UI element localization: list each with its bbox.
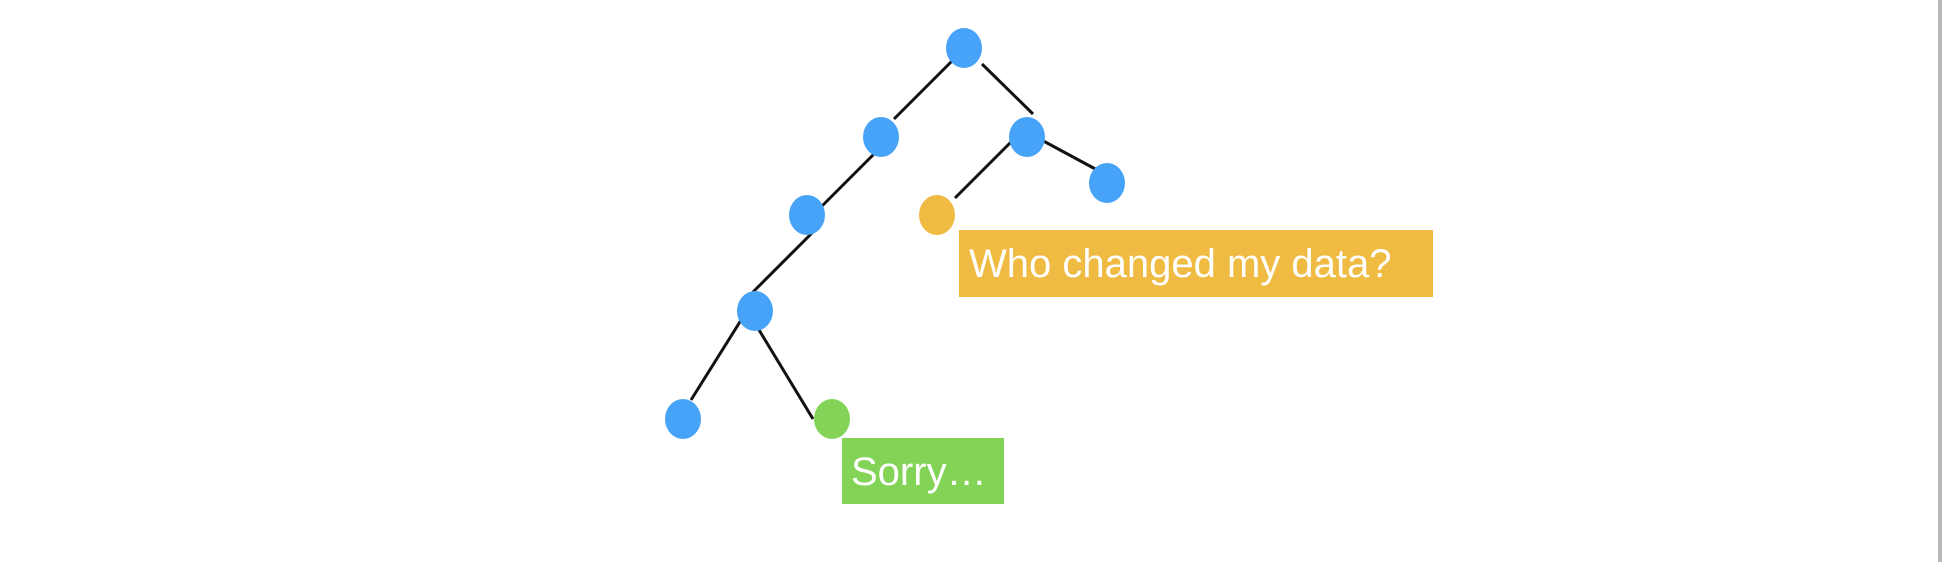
tree-edge-n-left-left-to-n-llll xyxy=(751,230,815,294)
tree-edge-root-to-n-right xyxy=(980,62,1035,116)
tree-node-n-llll xyxy=(737,291,773,331)
window-edge-bar xyxy=(1938,0,1942,562)
warning-callout: Who changed my data? xyxy=(959,230,1433,297)
tree-node-root xyxy=(946,28,982,68)
tree-node-n-left-left xyxy=(789,195,825,235)
edges-layer xyxy=(689,58,1100,420)
tree-edge-n-llll-to-n-lll-left xyxy=(689,308,750,401)
tree-edge-n-right-to-n-right-left xyxy=(953,137,1016,200)
tree-edge-n-right-to-n-right-right xyxy=(1035,135,1100,173)
tree-node-n-right-right xyxy=(1089,163,1125,203)
tree-edge-root-to-n-left xyxy=(892,58,955,121)
success-label-text: Sorry… xyxy=(851,450,987,494)
warning-label-text: Who changed my data? xyxy=(969,242,1391,286)
tree-node-n-lll-right xyxy=(814,399,850,439)
warning-label-box xyxy=(959,230,1433,297)
success-callout: Sorry… xyxy=(842,438,1004,504)
tree-edge-n-left-to-n-left-left xyxy=(817,151,877,211)
tree-edge-n-llll-to-n-lll-right xyxy=(751,319,815,420)
tree-node-n-lll-left xyxy=(665,399,701,439)
nodes-layer xyxy=(665,28,1125,439)
success-label-box xyxy=(842,438,1004,504)
tree-node-n-left xyxy=(863,117,899,157)
tree-node-n-right-left xyxy=(919,195,955,235)
tree-node-n-right xyxy=(1009,117,1045,157)
